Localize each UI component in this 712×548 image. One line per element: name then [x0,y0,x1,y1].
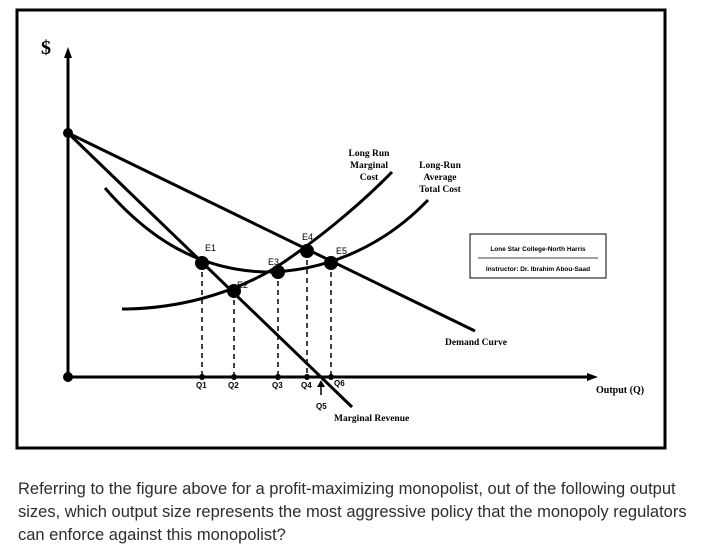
lrmc-label-line2: Marginal [350,161,388,171]
axis-points [199,374,334,380]
demand-label: Demand Curve [445,338,507,348]
label-q5: Q5 [316,402,327,411]
point-e4 [300,244,314,258]
credit-box: Lone Star College-North Harris Instructo… [469,233,607,279]
label-e3: E3 [268,257,279,267]
label-e2: E2 [237,280,248,290]
point-e1 [195,256,209,270]
label-e4: E4 [302,232,313,242]
q5-arrow-head [317,380,325,387]
point-e2 [227,284,241,298]
lrac-label-line1: Long-Run [419,161,461,171]
lrmc-label-line1: Long Run [349,149,391,159]
y-axis-arrow [64,47,72,58]
axis-point-q2 [231,374,237,380]
y-axis-label: $ [41,37,51,59]
axis-point-q1 [199,374,205,380]
marginal-revenue-curve [66,131,354,409]
credit-line2: Instructor: Dr. Ibrahim Abou-Saad [486,266,590,273]
label-q2: Q2 [228,381,239,390]
dashed-guides [201,251,332,377]
question-text: Referring to the figure above for a prof… [18,480,687,544]
point-e5 [324,256,338,270]
credit-box-frame [469,233,607,279]
label-q6: Q6 [334,379,345,388]
axis-point-q3 [275,374,281,380]
lrac-label-line2: Average [423,173,456,183]
lrac-label-line3: Total Cost [419,185,461,195]
label-e1: E1 [205,243,216,253]
axis-point-q4 [304,374,310,380]
label-q4: Q4 [301,381,312,390]
x-axis-label: Output (Q) [596,385,644,396]
demand-curve [67,131,476,333]
point-e3 [271,265,285,279]
lrmc-label-line3: Cost [360,173,379,183]
label-q3: Q3 [272,381,283,390]
axis-point-q6 [328,374,334,380]
origin-point [63,372,73,382]
label-e5: E5 [336,246,347,256]
demand-intercept-point [63,128,73,138]
credit-line1: Lone Star College-North Harris [490,246,586,253]
mr-label: Marginal Revenue [334,414,409,424]
x-axis-arrow [587,373,598,381]
monopoly-diagram: $ Output (Q) E1 E2 E3 E4 [15,8,667,450]
equilibrium-points [63,128,338,382]
figure-frame [15,8,667,450]
label-q1: Q1 [196,381,207,390]
lrac-curve [103,187,430,274]
